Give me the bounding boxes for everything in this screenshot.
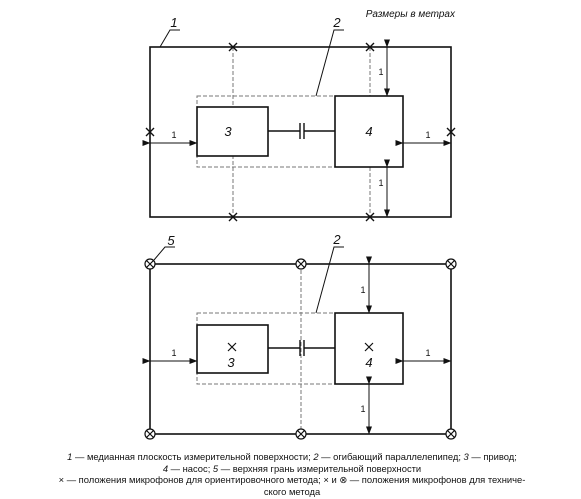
mic-circle-cross-icon <box>445 428 457 440</box>
dimension-label-top: 1 <box>360 285 365 295</box>
pump-label: 4 <box>365 124 372 139</box>
mic-cross-icon <box>228 212 238 222</box>
coupling <box>268 340 335 356</box>
figure-legend: 1 — медианная плоскость измерительной по… <box>14 451 570 497</box>
legend-number: 4 <box>162 462 169 474</box>
leader-2 <box>315 246 344 314</box>
legend-line-2: 4 — насос; 5 — верхняя грань измерительн… <box>14 463 570 475</box>
legend-line-1: 1 — медианная плоскость измерительной по… <box>14 451 570 463</box>
label-median-plane: 1 <box>170 15 177 30</box>
legend-number: 1 <box>67 451 73 462</box>
mic-cross-icon <box>365 212 375 222</box>
drive-label: 3 <box>224 124 232 139</box>
mic-cross-icon <box>145 127 155 137</box>
mic-circle-cross-icon <box>445 258 457 270</box>
mic-cross-icon <box>364 342 374 352</box>
legend-line-4: ского метода <box>263 485 321 497</box>
measurement-surface-diagram: Размеры в метрах 3 4 1 1 1 1 <box>142 9 457 440</box>
legend-text: — привод; <box>468 451 517 462</box>
pump-label: 4 <box>365 355 372 370</box>
mic-cross-icon <box>227 342 237 352</box>
leader-1 <box>159 29 180 48</box>
dimension-label-right: 1 <box>425 130 430 140</box>
dimension-label-left: 1 <box>171 348 176 358</box>
dimension-label-bottom: 1 <box>378 178 383 188</box>
legend-number: 2 <box>313 451 319 462</box>
dimension-label-top: 1 <box>378 67 383 77</box>
dimension-label-left: 1 <box>171 130 176 140</box>
legend-text: — огибающий параллелепипед; <box>318 451 464 462</box>
mic-circle-cross-icon <box>295 428 307 440</box>
mic-cross-icon <box>228 42 238 52</box>
legend-text: — медианная плоскость измерительной пове… <box>72 451 314 462</box>
drive-box <box>196 106 269 157</box>
mic-circle-cross-icon <box>295 258 307 270</box>
leader-5 <box>153 246 175 261</box>
label-envelope: 2 <box>332 15 341 30</box>
mic-circle-cross-icon <box>144 428 156 440</box>
mic-circle-cross-icon <box>144 258 156 270</box>
microphone-otimes-marks <box>144 258 457 440</box>
label-envelope: 2 <box>332 232 341 247</box>
pump-box <box>334 95 404 168</box>
legend-line-3: × — положения микрофонов для ориентирово… <box>58 474 526 486</box>
legend-text: — верхняя грань измерительной поверхност… <box>218 462 422 474</box>
drive-label: 3 <box>227 355 235 370</box>
legend-number: 5 <box>212 462 219 474</box>
mic-cross-icon <box>446 127 456 137</box>
top-view: 3 4 1 1 1 1 1 2 <box>142 15 456 222</box>
bottom-view: 3 4 1 1 1 1 5 2 <box>142 232 457 440</box>
microphone-cross-marks <box>145 42 456 222</box>
dimension-label-right: 1 <box>425 348 430 358</box>
legend-text: — насос; <box>168 462 213 474</box>
mic-cross-icon <box>365 42 375 52</box>
leader-2 <box>315 29 344 97</box>
units-note: Размеры в метрах <box>366 9 456 20</box>
legend-number: 3 <box>463 451 469 462</box>
dimension-label-bottom: 1 <box>360 404 365 414</box>
coupling <box>268 123 335 139</box>
label-top-face: 5 <box>167 233 175 248</box>
drive-box <box>196 324 269 374</box>
pump-box <box>334 312 404 385</box>
